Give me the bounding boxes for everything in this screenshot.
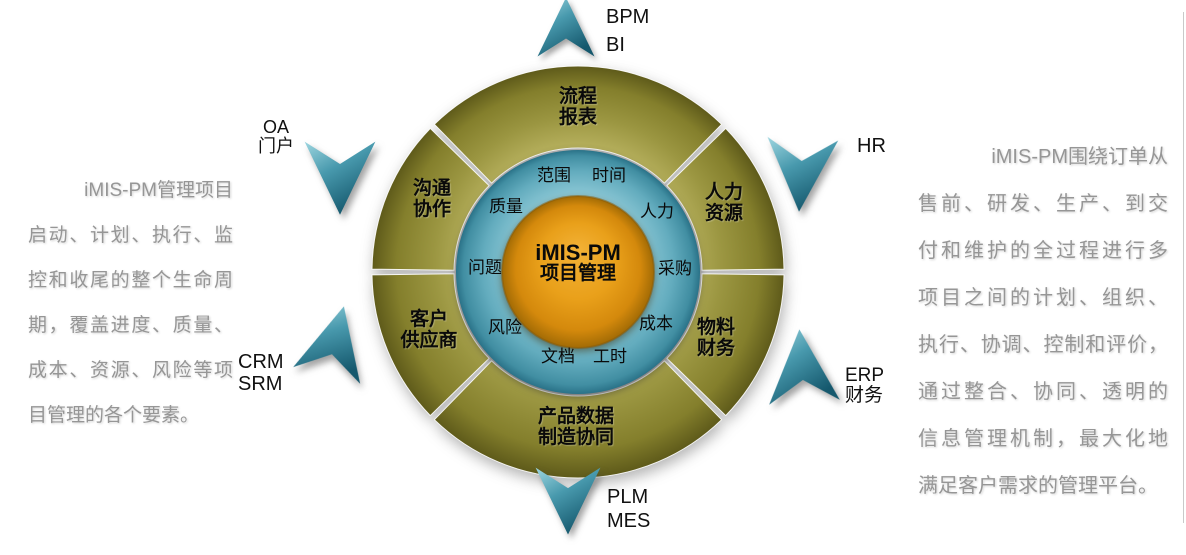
outer-label-human-resources: 人力资源 <box>704 182 744 224</box>
inner-label-documents: 文档 <box>541 347 575 366</box>
paragraph-line: 期，覆盖进度、质量、 <box>28 315 233 336</box>
paragraph-line: 目管理的各个要素。 <box>28 405 200 426</box>
paragraph-line: iMIS-PM围绕订单从 <box>991 146 1168 168</box>
outer-label-process-reports: 流程报表 <box>558 86 598 128</box>
outer-label-material-finance: 物料财务 <box>696 317 736 359</box>
outer-label-communication: 沟通协作 <box>412 178 452 220</box>
segment-communication <box>371 127 490 271</box>
paragraph-line: 满足客户需求的管理平台。 <box>918 475 1158 497</box>
outer-label-product-data: 产品数据制造协同 <box>537 406 615 448</box>
right-description-paragraph: iMIS-PM围绕订单从 售前、研发、生产、到交 付和维护的全过程进行多 项目之… <box>918 134 1168 510</box>
paragraph-line: 执行、协调、控制和评价， <box>918 334 1168 356</box>
inner-label-quality: 质量 <box>489 197 523 216</box>
center-hub-label: iMIS-PM 项目管理 <box>535 242 621 284</box>
ext-label-hr: HR <box>857 135 886 157</box>
outer-label-customer-supplier: 客户供应商 <box>400 309 458 351</box>
paragraph-line: 付和维护的全过程进行多 <box>918 240 1168 262</box>
paragraph-line: 成本、资源、风险等项 <box>28 360 233 381</box>
right-border-line <box>1183 12 1184 523</box>
inner-label-scope: 范围 <box>537 166 571 185</box>
segment-material-finance <box>666 273 785 417</box>
center-subtitle: 项目管理 <box>539 263 616 284</box>
paragraph-line: 启动、计划、执行、监 <box>28 225 233 246</box>
paragraph-line: 信息管理机制，最大化地 <box>918 428 1168 450</box>
segment-product-data <box>433 360 723 479</box>
wheel-diagram <box>371 65 785 479</box>
inner-label-issues: 问题 <box>468 258 502 277</box>
inner-label-timesheet: 工时 <box>593 347 627 366</box>
inner-label-manpower: 人力 <box>640 202 674 221</box>
center-hub <box>501 195 655 349</box>
segment-human-resources <box>666 127 785 271</box>
segment-customer-supplier <box>371 273 490 417</box>
paragraph-line: 控和收尾的整个生命周 <box>28 270 233 291</box>
paragraph-line: 项目之间的计划、组织、 <box>918 287 1168 309</box>
inner-label-procurement: 采购 <box>658 259 692 278</box>
left-description-paragraph: iMIS-PM管理项目 启动、计划、执行、监 控和收尾的整个生命周 期，覆盖进度… <box>28 168 233 438</box>
inner-label-risk: 风险 <box>488 318 522 337</box>
center-title: iMIS-PM <box>535 240 621 265</box>
inner-label-time: 时间 <box>592 166 626 185</box>
paragraph-line: 售前、研发、生产、到交 <box>918 193 1168 215</box>
paragraph-line: iMIS-PM管理项目 <box>84 180 233 201</box>
inner-label-cost: 成本 <box>639 314 673 333</box>
paragraph-line: 通过整合、协同、透明的 <box>918 381 1168 403</box>
segment-process-reports <box>433 65 723 184</box>
